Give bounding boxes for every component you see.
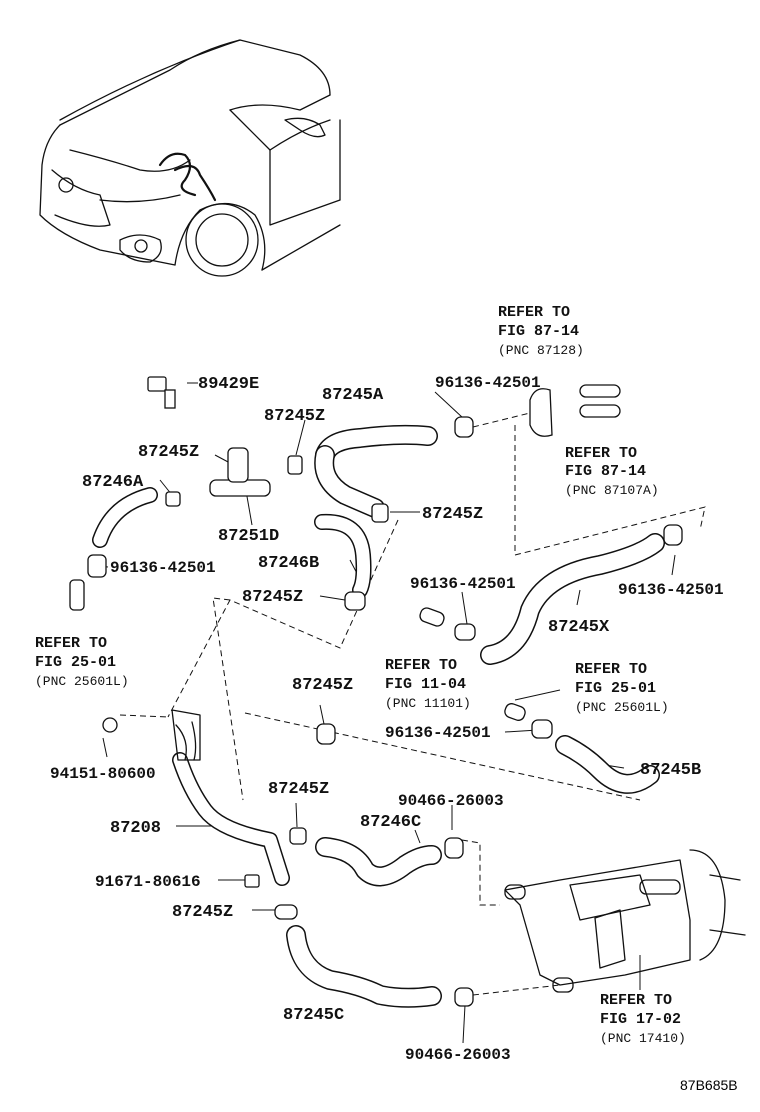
ref-fig-11-04: REFER TO FIG 11-04 (PNC 11101): [385, 657, 471, 711]
svg-text:(PNC 25601L): (PNC 25601L): [35, 674, 129, 689]
car-overview-illustration: [39, 39, 341, 277]
svg-text:REFER TO: REFER TO: [575, 661, 647, 678]
svg-text:FIG 11-04: FIG 11-04: [385, 676, 466, 693]
ref-fig-25-01-a: REFER TO FIG 25-01 (PNC 25601L): [35, 635, 129, 689]
label-90466-2: 90466-26003: [405, 1046, 511, 1064]
label-91671: 91671-80616: [95, 873, 201, 891]
label-87246A: 87246A: [82, 473, 144, 492]
label-96136-4: 96136-42501: [618, 581, 724, 599]
label-87245Z-1: 87245Z: [264, 407, 325, 426]
heater-unit: [504, 849, 746, 993]
label-96136-3: 96136-42501: [410, 575, 516, 593]
label-90466-1: 90466-26003: [398, 792, 504, 810]
label-87245Z-7: 87245Z: [172, 903, 233, 922]
label-87245X: 87245X: [548, 618, 610, 637]
svg-text:REFER TO: REFER TO: [35, 635, 107, 652]
label-89429E: 89429E: [198, 375, 259, 394]
svg-text:FIG 17-02: FIG 17-02: [600, 1011, 681, 1028]
label-87245Z-4: 87245Z: [242, 588, 303, 607]
svg-text:REFER TO: REFER TO: [600, 992, 672, 1009]
ref-fig-17-02: REFER TO FIG 17-02 (PNC 17410): [600, 992, 686, 1046]
svg-text:(PNC 87107A): (PNC 87107A): [565, 483, 659, 498]
label-96136-1: 96136-42501: [435, 374, 541, 392]
label-87246C: 87246C: [360, 813, 421, 832]
part-labels: 89429E 87245A 87245Z 87245Z 87246A 87251…: [50, 374, 724, 1064]
svg-text:REFER TO: REFER TO: [565, 445, 637, 462]
svg-text:(PNC 17410): (PNC 17410): [600, 1031, 686, 1046]
svg-text:REFER TO: REFER TO: [385, 657, 457, 674]
label-96136-2: 96136-42501: [110, 559, 216, 577]
svg-text:FIG 87-14: FIG 87-14: [565, 463, 646, 480]
hoses: [92, 424, 665, 1008]
label-96136-5: 96136-42501: [385, 724, 491, 742]
ref-fig-87-14-b: REFER TO FIG 87-14 (PNC 87107A): [565, 445, 659, 498]
figure-code: 87B685B: [680, 1077, 738, 1093]
label-87245C: 87245C: [283, 1006, 344, 1025]
label-87245A: 87245A: [322, 386, 384, 405]
svg-text:FIG 25-01: FIG 25-01: [575, 680, 656, 697]
label-87245Z-2: 87245Z: [138, 443, 199, 462]
ref-fig-87-14-a: REFER TO FIG 87-14 (PNC 87128): [498, 304, 584, 358]
svg-text:(PNC 87128): (PNC 87128): [498, 343, 584, 358]
label-94151: 94151-80600: [50, 765, 156, 783]
svg-text:REFER TO: REFER TO: [498, 304, 570, 321]
ref-fig-25-01-b: REFER TO FIG 25-01 (PNC 25601L): [575, 661, 669, 715]
svg-text:(PNC 11101): (PNC 11101): [385, 696, 471, 711]
label-87245Z-3: 87245Z: [422, 505, 483, 524]
label-87246B: 87246B: [258, 554, 319, 573]
small-parts: [69, 376, 683, 1007]
svg-text:(PNC 25601L): (PNC 25601L): [575, 700, 669, 715]
label-87245Z-6: 87245Z: [268, 780, 329, 799]
label-87245Z-5: 87245Z: [292, 676, 353, 695]
label-87245B: 87245B: [640, 761, 701, 780]
svg-text:FIG 25-01: FIG 25-01: [35, 654, 116, 671]
label-87208: 87208: [110, 819, 161, 838]
svg-text:FIG 87-14: FIG 87-14: [498, 323, 579, 340]
label-87251D: 87251D: [218, 527, 279, 546]
reference-callouts: REFER TO FIG 87-14 (PNC 87128) REFER TO …: [35, 304, 686, 1046]
